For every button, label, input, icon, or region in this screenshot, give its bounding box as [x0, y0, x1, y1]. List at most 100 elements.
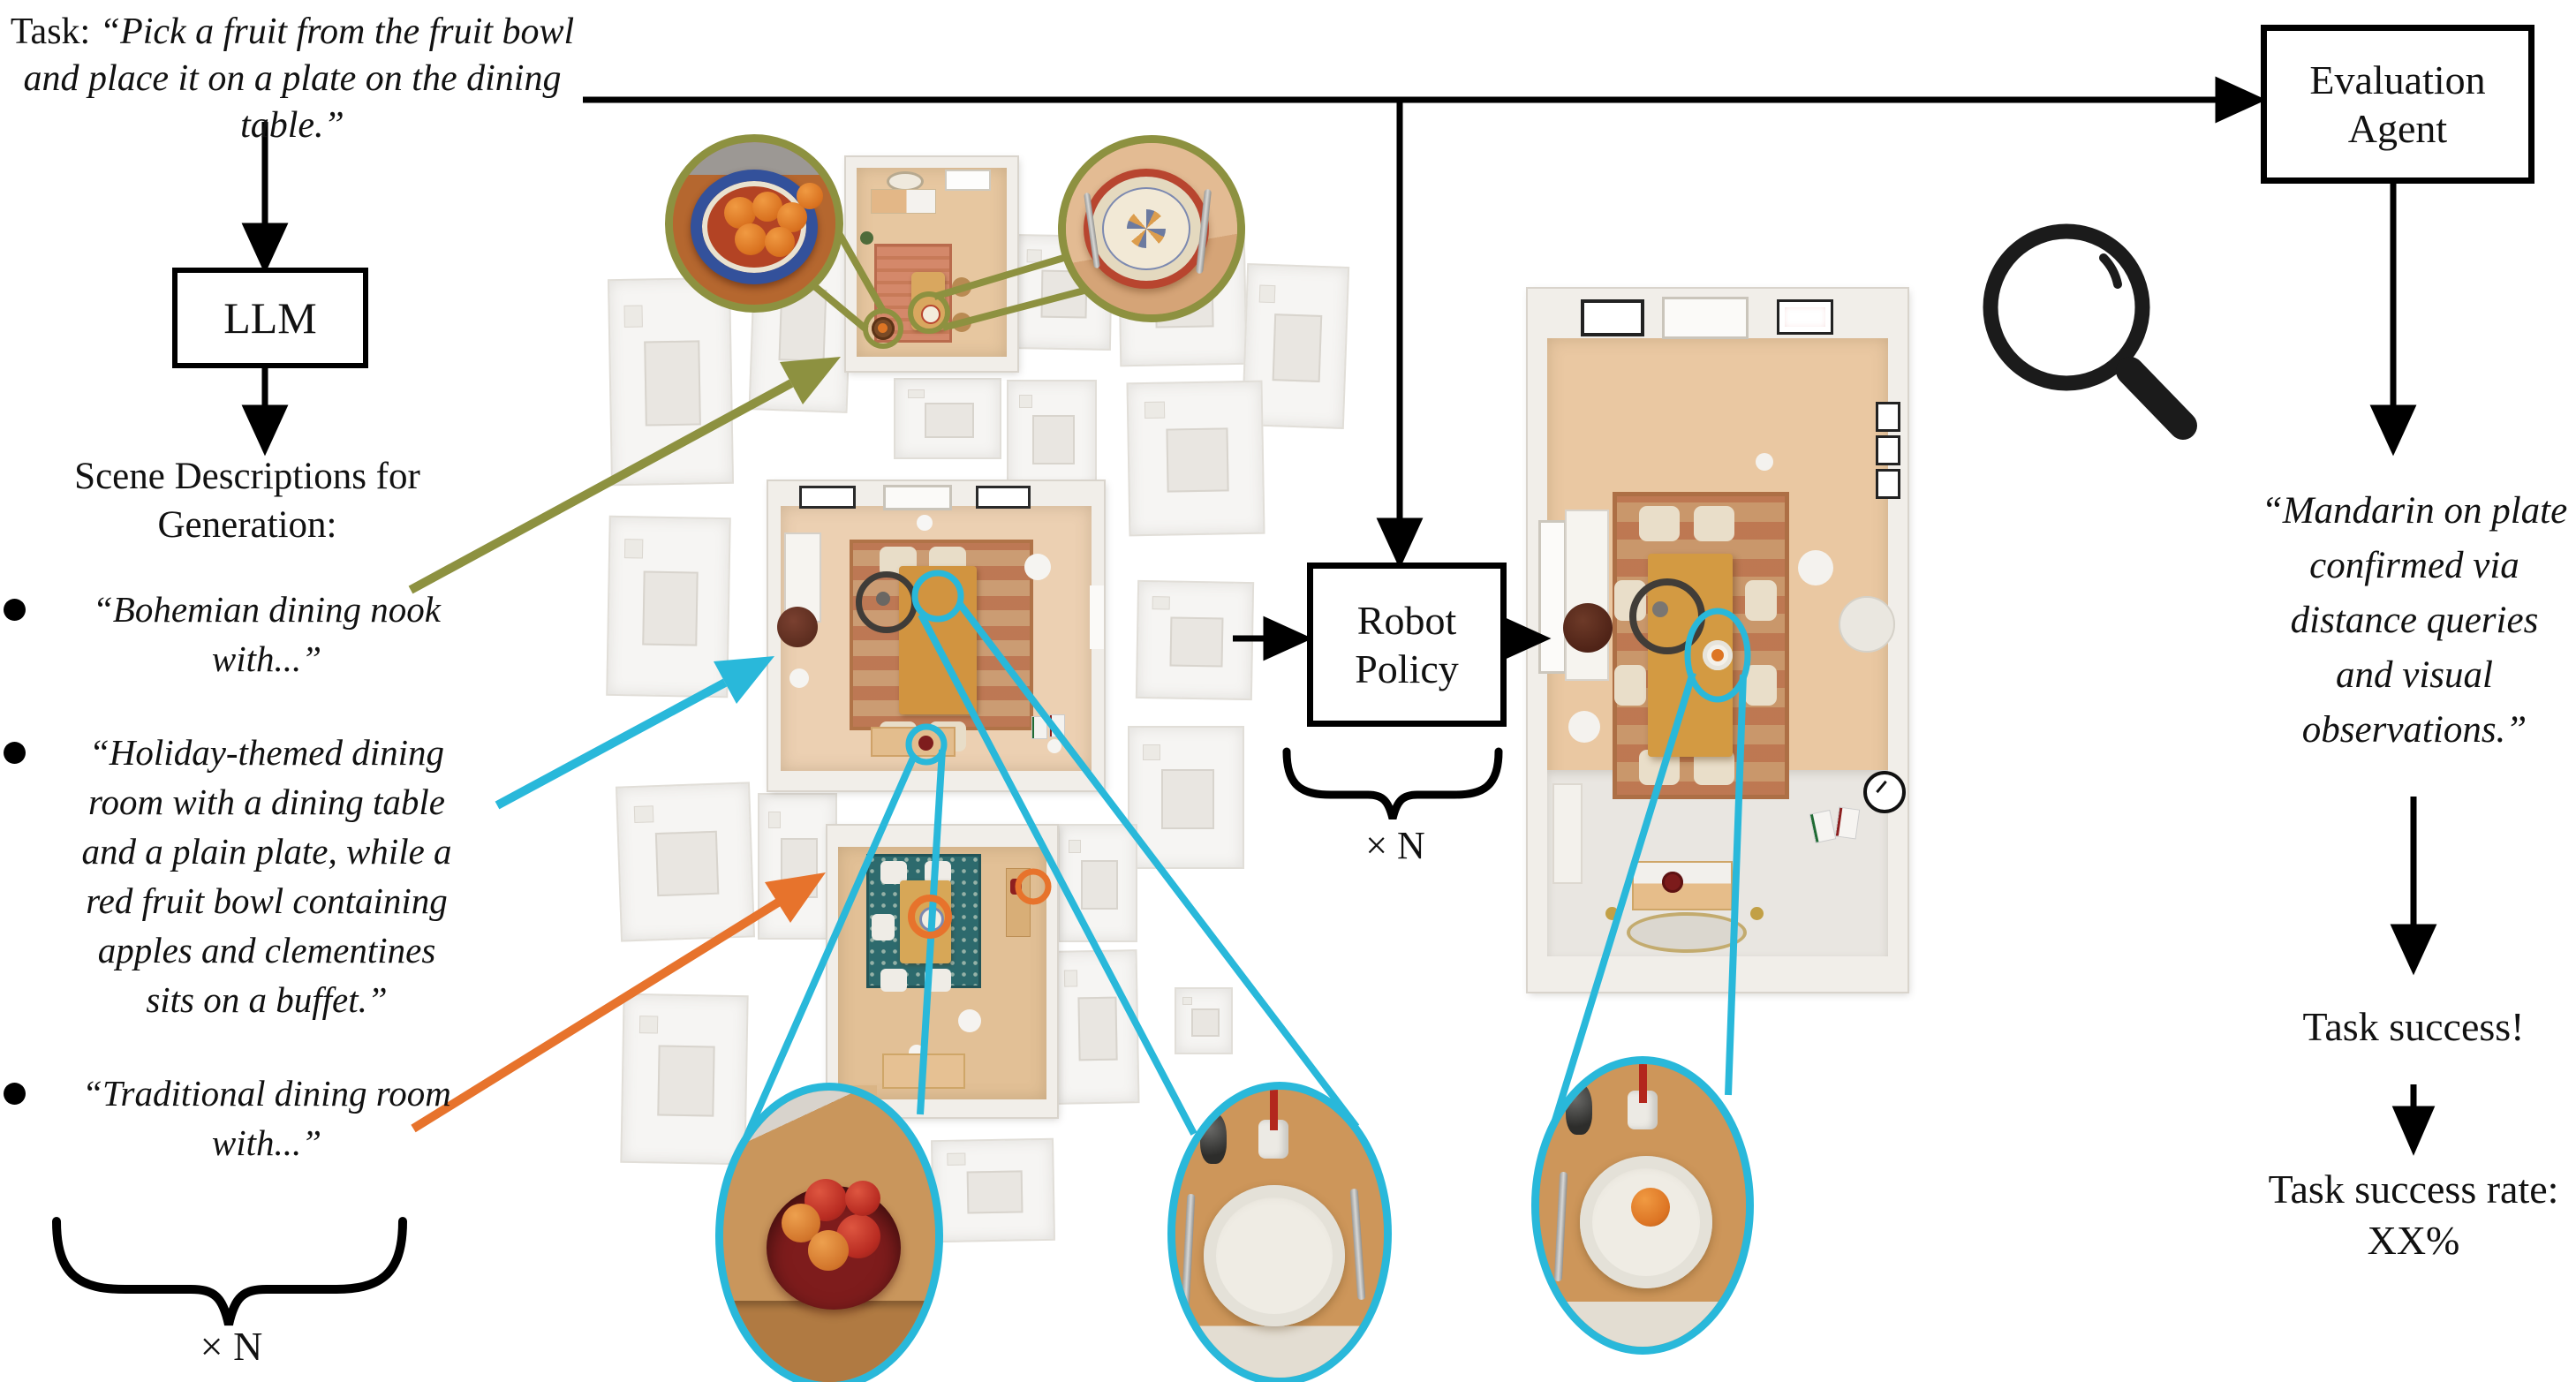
faded-room-thumbnail — [1135, 579, 1255, 701]
arrowhead — [241, 404, 289, 457]
buffet-edge — [723, 1301, 935, 1382]
balloon — [1756, 453, 1773, 471]
arrowhead — [2215, 76, 2267, 124]
magnifier-icon — [1983, 223, 2197, 440]
window — [1538, 520, 1567, 674]
faded-room-thumbnail — [1007, 380, 1097, 496]
inset-mandarin-plate — [1531, 1056, 1754, 1355]
wheel-chandelier — [1629, 578, 1705, 654]
wall-clock — [1863, 771, 1906, 813]
black-vase — [1566, 1084, 1592, 1135]
arrowhead — [1263, 615, 1313, 661]
faded-room-thumbnail — [930, 1137, 1056, 1243]
arrowhead — [2391, 1106, 2436, 1156]
scene-description-list: “Bohemian dining nook with...” “Holiday-… — [4, 585, 514, 1212]
faded-room-thumbnail — [1128, 726, 1244, 869]
multiplier-n-label: × N — [200, 1324, 263, 1369]
balloon — [958, 1009, 981, 1032]
list-item: “Bohemian dining nook with...” — [4, 585, 461, 683]
small-wall-frame — [1876, 469, 1900, 499]
mandarin — [1631, 1188, 1670, 1227]
gold-ornament — [1750, 907, 1764, 920]
llm-label: LLM — [223, 293, 317, 343]
room-traditional-dining — [827, 826, 1057, 1117]
chair — [1745, 665, 1777, 706]
tall-cabinet — [1565, 510, 1609, 681]
clementine — [808, 1230, 849, 1271]
faded-room-thumbnail — [894, 378, 1001, 459]
room-evaluated-scene — [1528, 289, 1907, 992]
black-vase — [1200, 1113, 1227, 1164]
chair — [872, 914, 895, 940]
arrowhead — [1376, 517, 1424, 570]
task-label: Task: — [10, 11, 100, 52]
plant — [860, 231, 873, 245]
wall-frame — [1777, 299, 1833, 335]
red-fruit-bowl — [1010, 879, 1022, 895]
balloon — [1798, 550, 1833, 585]
chair — [880, 969, 907, 992]
underbrace-robot-policy — [1282, 747, 1503, 820]
faded-room-thumbnail — [1052, 949, 1140, 1105]
robot-policy-label: Robot Policy — [1355, 597, 1459, 691]
window — [945, 170, 991, 191]
chair — [1614, 665, 1646, 706]
faded-room-thumbnail — [1126, 380, 1265, 537]
gift-box — [1049, 714, 1065, 737]
chair — [925, 969, 951, 992]
task-success-label: Task success! — [2302, 1004, 2525, 1049]
red-fruit-bowl — [1662, 872, 1683, 893]
stool — [952, 277, 971, 297]
door-opening — [1090, 585, 1104, 649]
inset-empty-plate — [1167, 1082, 1392, 1382]
wall-frame — [1581, 299, 1644, 336]
stool — [952, 313, 971, 332]
round-side-table — [1563, 603, 1613, 653]
round-white-table — [1839, 596, 1895, 653]
skylight-window — [1662, 297, 1749, 339]
balloon — [1568, 711, 1600, 743]
inset-decorative-plate — [1058, 135, 1245, 322]
balloon — [1024, 554, 1051, 580]
task-quote: “Pick a fruit from the fruit bowl and pl… — [23, 11, 575, 146]
red-candle — [1639, 1064, 1647, 1103]
robot-policy-box: Robot Policy — [1307, 563, 1507, 727]
task-text: Task: “Pick a fruit from the fruit bowl … — [5, 9, 579, 149]
inset-red-fruit-bowl — [715, 1083, 943, 1382]
arrowhead — [241, 223, 289, 275]
plain-plate — [1204, 1185, 1345, 1326]
task-success-rate-label: Task success rate: XX% — [2268, 1167, 2559, 1263]
console-table — [882, 1053, 965, 1089]
evaluation-quote: “Mandarin on plate confirmed via distanc… — [2261, 490, 2568, 751]
inset-fruit-bowl-ornate — [665, 134, 843, 313]
list-item: “Traditional dining room with...” — [4, 1069, 461, 1167]
skylight-window — [883, 485, 952, 510]
arrowhead — [2390, 924, 2437, 976]
red-candle — [1270, 1090, 1278, 1130]
ornate-plate — [1084, 169, 1210, 289]
mandarin — [765, 227, 795, 257]
llm-box: LLM — [172, 268, 368, 368]
olive-arrow-line — [408, 379, 794, 594]
faded-room-thumbnail — [606, 515, 731, 699]
faded-room-thumbnail — [607, 276, 735, 487]
chandelier-hub — [1652, 601, 1668, 617]
apple — [845, 1181, 880, 1216]
underbrace-scene-descriptions — [52, 1217, 407, 1326]
multiplier-n-label: × N — [1365, 824, 1425, 867]
mandarin — [1711, 649, 1724, 661]
room-holiday-dining — [768, 481, 1104, 790]
red-fruit-bowl — [918, 736, 933, 751]
small-wall-frame — [1876, 435, 1900, 465]
mandarin — [735, 223, 767, 255]
arrowhead — [2369, 404, 2417, 457]
chair — [1745, 580, 1777, 621]
faded-room-thumbnail — [758, 793, 837, 940]
round-side-table — [777, 607, 818, 647]
balloon — [1047, 739, 1061, 753]
chair — [1639, 506, 1680, 541]
chair — [1694, 506, 1734, 541]
plate-on-table — [921, 305, 941, 324]
balloon — [789, 668, 809, 688]
